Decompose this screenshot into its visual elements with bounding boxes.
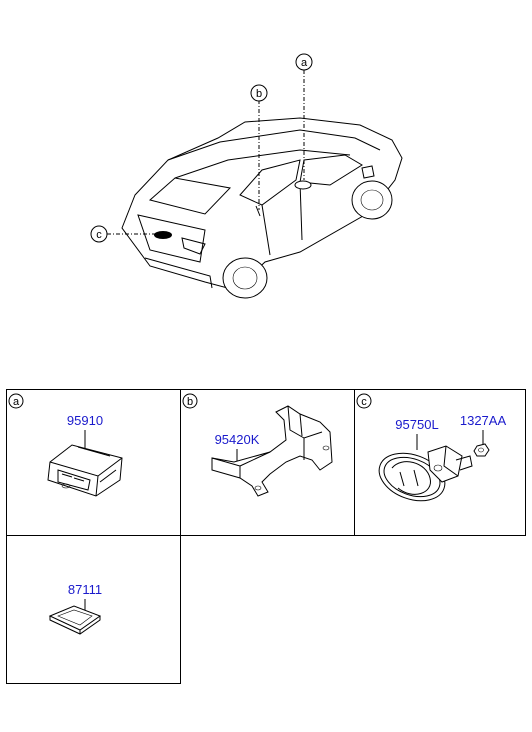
parts-grid xyxy=(6,389,526,684)
callout-a-letter: a xyxy=(301,57,308,69)
callout-c-letter: c xyxy=(96,229,102,241)
panel-d: 87111 xyxy=(48,582,102,635)
callout-leaders xyxy=(107,70,305,235)
panel-b-letter: b xyxy=(187,396,193,408)
callout-a: a xyxy=(295,53,313,71)
panel-a-letter: a xyxy=(13,396,20,408)
sensor-bracket-drawing xyxy=(211,405,333,497)
car-illustration xyxy=(121,117,403,299)
panel-a: a 95910 xyxy=(8,393,123,497)
callout-b: b xyxy=(250,84,268,102)
part-number-95420K: 95420K xyxy=(215,432,260,447)
part-number-1327AA: 1327AA xyxy=(460,413,507,428)
rear-camera-emblem-drawing xyxy=(378,443,490,502)
airbag-control-module-drawing xyxy=(47,444,123,497)
panel-b: b 95420K xyxy=(182,393,333,497)
panel-c: c 95750L 1327AA xyxy=(356,393,507,502)
callout-c: c xyxy=(90,225,108,243)
part-number-87111: 87111 xyxy=(68,582,102,597)
part-number-95910: 95910 xyxy=(67,413,103,428)
panel-c-letter: c xyxy=(361,396,367,408)
part-number-95750L: 95750L xyxy=(395,417,438,432)
tape-pad-drawing xyxy=(48,605,102,635)
callout-b-letter: b xyxy=(256,88,262,100)
